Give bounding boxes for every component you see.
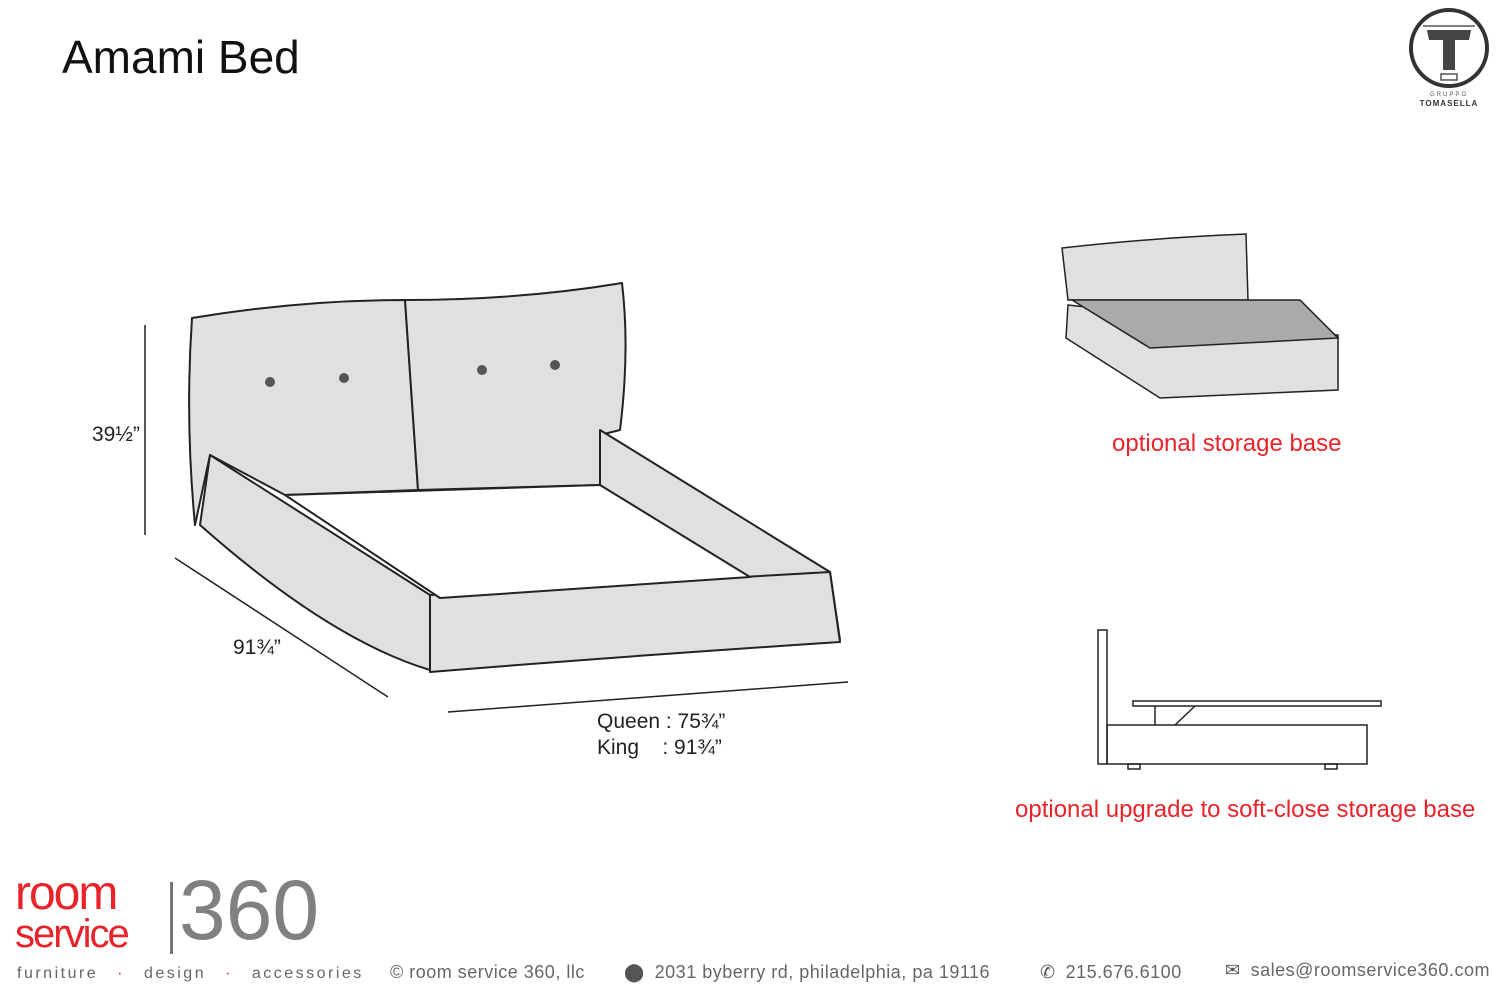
tagline-furniture: furniture xyxy=(17,965,99,982)
logo-divider xyxy=(170,882,173,954)
soft-close-caption: optional upgrade to soft-close storage b… xyxy=(1015,796,1476,823)
copyright: © room service 360, llc xyxy=(390,962,585,982)
logo-360: 360 xyxy=(179,863,320,957)
width-queen: Queen : 75¾” xyxy=(597,710,726,733)
height-dimension: 39½” xyxy=(92,423,140,446)
email[interactable]: ✉ sales@roomservice360.com xyxy=(1225,960,1490,981)
tagline: furniture · design · accessories xyxy=(17,965,364,982)
tagline-accessories: accessories xyxy=(251,965,364,982)
address-text: 2031 byberry rd, philadelphia, pa 19116 xyxy=(654,962,991,982)
address: ⬤ 2031 byberry rd, philadelphia, pa 19116 xyxy=(624,962,990,983)
phone-icon: ✆ xyxy=(1040,962,1056,982)
width-king: King : 91¾” xyxy=(597,736,722,759)
envelope-icon: ✉ xyxy=(1225,960,1241,980)
tomasella-t-icon xyxy=(1409,8,1489,88)
tomasella-gruppo: GRUPPO xyxy=(1429,92,1468,98)
tagline-design: design xyxy=(143,965,207,982)
phone: ✆ 215.676.6100 xyxy=(1040,962,1182,983)
email-text[interactable]: sales@roomservice360.com xyxy=(1250,960,1490,980)
tomasella-logo: GRUPPO TOMASELLA xyxy=(1405,8,1493,108)
page-title: Amami Bed xyxy=(62,31,300,83)
logo-service: service xyxy=(15,912,130,956)
map-pin-icon: ⬤ xyxy=(624,962,645,982)
tomasella-name: TOMASELLA xyxy=(1419,99,1479,108)
length-dimension: 91¾” xyxy=(233,636,281,659)
headboard-right xyxy=(404,282,627,491)
side-left xyxy=(199,454,431,671)
storage-base-caption: optional storage base xyxy=(1112,430,1342,457)
foot-rail xyxy=(429,571,841,673)
phone-text: 215.676.6100 xyxy=(1065,962,1182,982)
logo-room: room xyxy=(15,867,118,920)
